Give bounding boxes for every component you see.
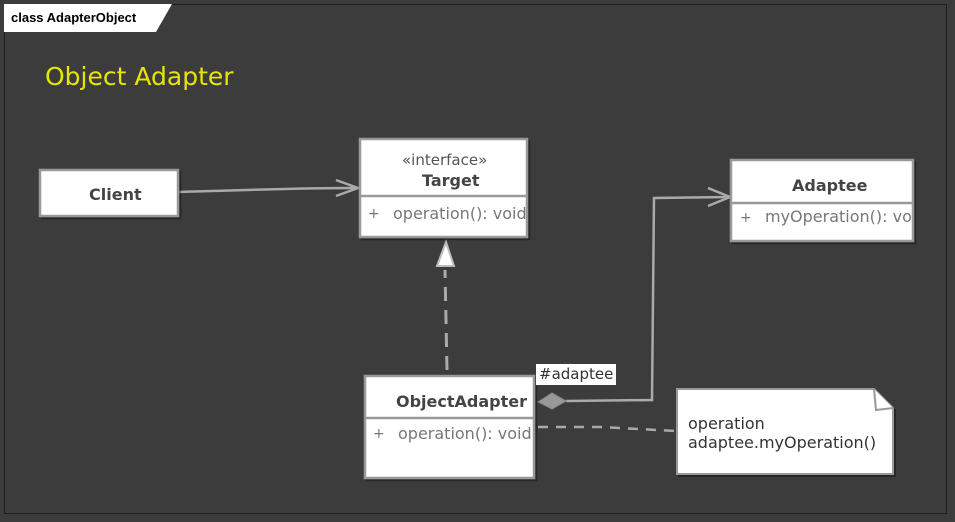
note-anchor-line <box>538 425 677 433</box>
realization-line <box>443 269 449 371</box>
frame-tab-label: class AdapterObject <box>11 10 137 25</box>
object-adapter-class-name: ObjectAdapter <box>396 392 527 411</box>
frame-tab <box>4 4 172 32</box>
adapter-adaptee-association <box>565 195 731 403</box>
note-line: operation <box>688 414 765 433</box>
target-visibility: + <box>368 206 380 222</box>
client-target-association <box>177 186 357 194</box>
target-operation: operation(): void <box>393 204 527 223</box>
diagram-heading: Object Adapter <box>45 62 234 91</box>
adaptee-class-box[interactable] <box>729 158 915 243</box>
realization-arrowhead-icon <box>435 239 456 267</box>
adaptee-operation: myOperation(): void <box>765 207 912 226</box>
association-arrowhead-icon <box>335 178 362 198</box>
target-class-box[interactable] <box>358 137 529 239</box>
target-class-name: Target <box>422 171 480 190</box>
object-adapter-operation: operation(): void <box>398 424 532 443</box>
composition-diamond-icon <box>536 392 568 410</box>
diagram-frame <box>4 4 947 514</box>
adaptee-operation-clip: myOperation(): void <box>765 207 912 226</box>
object-adapter-class-box[interactable] <box>363 374 536 480</box>
client-class-name: Client <box>89 185 142 204</box>
note-box[interactable] <box>676 388 894 475</box>
note-fold-icon <box>873 388 894 412</box>
association-role-label: #adaptee <box>536 364 617 385</box>
object-adapter-visibility: + <box>373 426 385 442</box>
adaptee-visibility: + <box>740 210 752 226</box>
adaptee-class-name: Adaptee <box>792 176 868 195</box>
client-class-box[interactable] <box>38 168 180 218</box>
note-line: adaptee.myOperation() <box>688 433 877 452</box>
target-stereotype: «interface» <box>402 151 488 169</box>
